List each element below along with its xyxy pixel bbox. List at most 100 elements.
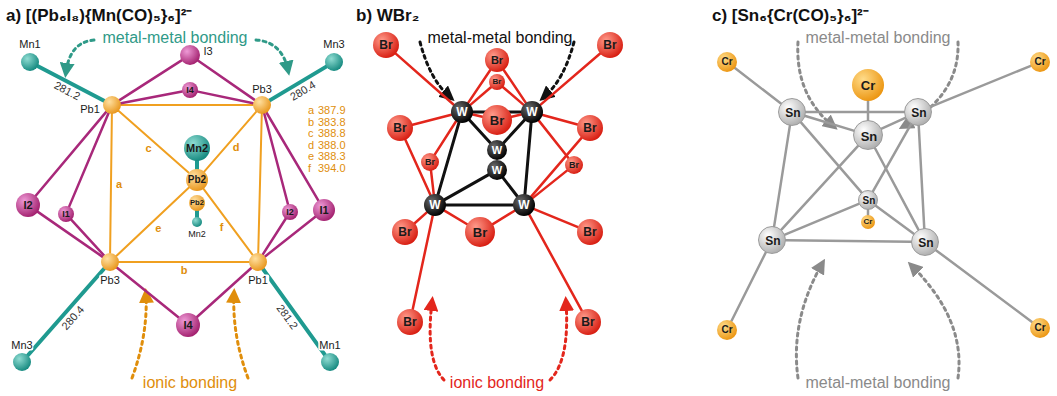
bond-line	[431, 171, 434, 194]
bond-line	[69, 113, 108, 206]
atom-label: W	[456, 106, 467, 118]
bond-line	[931, 66, 1031, 107]
atom-sphere: Sn	[858, 190, 878, 210]
atom-sphere: Sn	[853, 120, 883, 150]
bond-line	[543, 115, 578, 125]
atom-sphere: Cr	[1030, 52, 1050, 72]
bond-line	[413, 115, 452, 125]
edge-length-value: 394.0	[318, 163, 346, 175]
bonding-label: metal-metal bonding	[806, 375, 951, 392]
edge-letter: c	[144, 142, 152, 153]
atom-label: Br	[583, 122, 596, 134]
bond-line	[512, 114, 522, 116]
edge-length-value: 388.0	[318, 140, 346, 152]
atom-label: Cr	[864, 218, 873, 226]
bond-line	[919, 126, 924, 228]
atom-sphere: Mn3	[325, 53, 343, 71]
bond-line	[396, 54, 454, 105]
atom-label: W	[429, 199, 440, 211]
atom-label: Sn	[765, 235, 780, 247]
bond-line	[503, 87, 524, 105]
atom-label: Br	[398, 226, 411, 238]
atom-label: Br	[490, 114, 504, 127]
atom-sphere: Br	[575, 309, 601, 335]
atom-label: Pb1	[247, 275, 269, 286]
bond-line	[415, 212, 427, 223]
bond-line	[531, 138, 581, 197]
atom-label: Br	[581, 316, 594, 328]
atom-label: Cr	[1034, 57, 1045, 67]
atom-label: Mn1	[318, 340, 341, 351]
bond-line	[936, 250, 1032, 322]
atom-sphere: Pb1	[249, 253, 267, 271]
atom-sphere: Mn2	[184, 135, 210, 161]
edge-letter-key: b	[308, 117, 314, 129]
atom-sphere: I1	[313, 199, 335, 221]
bond-line	[473, 114, 483, 116]
atom-sphere: Cr	[852, 69, 884, 101]
atom-sphere: I4	[182, 82, 198, 98]
bond-line	[529, 215, 581, 311]
atom-label: W	[518, 199, 529, 211]
bond-line	[446, 204, 513, 207]
atom-sphere: I2	[282, 204, 298, 220]
bonding-label: ionic bonding	[450, 375, 544, 392]
edge-letter: f	[219, 221, 225, 232]
atom-sphere: I4	[176, 313, 200, 337]
atom-sphere: Br	[392, 219, 418, 245]
atom-sphere: Br	[421, 153, 439, 171]
atom-label: Mn2	[187, 230, 207, 239]
atom-label: W	[492, 145, 502, 156]
edge-letter: b	[180, 265, 189, 276]
bond-line	[774, 126, 790, 226]
bond-line	[204, 112, 256, 172]
edge-length-value: 388.3	[318, 152, 346, 164]
atom-label: Sn	[918, 237, 933, 249]
bond-line	[534, 209, 578, 227]
edge-letter: d	[232, 141, 241, 152]
bond-line	[493, 211, 515, 224]
bond-line	[119, 111, 189, 173]
atom-sphere: Cr	[1030, 318, 1050, 338]
edge-letter: a	[115, 178, 123, 189]
atom-sphere: Br	[387, 115, 413, 141]
atom-sphere: W	[487, 160, 507, 180]
atom-sphere: Br	[482, 105, 512, 135]
bond-line	[435, 121, 456, 154]
bond-line	[117, 268, 179, 318]
atom-sphere: Br	[597, 32, 623, 58]
atom-label: Br	[473, 226, 487, 239]
atom-sphere: I3	[180, 45, 200, 65]
bond-line	[36, 112, 106, 196]
bond-line	[195, 161, 199, 169]
panel-title: b) WBr₂	[356, 7, 419, 25]
atom-sphere: W	[513, 194, 535, 216]
atom-sphere: Br	[577, 219, 603, 245]
bond-line	[258, 114, 262, 253]
atom-sphere: Mn1	[21, 53, 39, 71]
atom-label: Br	[491, 55, 503, 66]
bond-line	[121, 92, 182, 104]
bond-line	[198, 92, 253, 104]
atom-sphere: Br	[489, 74, 505, 90]
atom-sphere: I2	[16, 193, 40, 217]
bond-line	[121, 104, 253, 106]
atom-label: Br	[403, 316, 416, 328]
atom-label: I1	[319, 205, 328, 216]
atom-label: Pb2	[188, 175, 206, 185]
atom-sphere: Pb3	[101, 253, 119, 271]
atom-sphere: Br	[565, 156, 583, 174]
dotted-arrow	[550, 302, 567, 380]
atom-label: Sn	[785, 107, 800, 119]
atom-label: I4	[186, 86, 194, 95]
bond-line	[263, 269, 324, 354]
atom-sphere: Br	[373, 32, 399, 58]
bonding-label: ionic bonding	[143, 375, 237, 392]
edge-letter: e	[154, 222, 162, 233]
atom-label: Mn3	[322, 39, 345, 50]
atom-label: I2	[23, 200, 32, 211]
atom-sphere: Pb2	[189, 195, 205, 211]
bond-line	[119, 261, 249, 263]
atom-label: Sn	[861, 130, 878, 143]
bond-line	[445, 175, 489, 200]
